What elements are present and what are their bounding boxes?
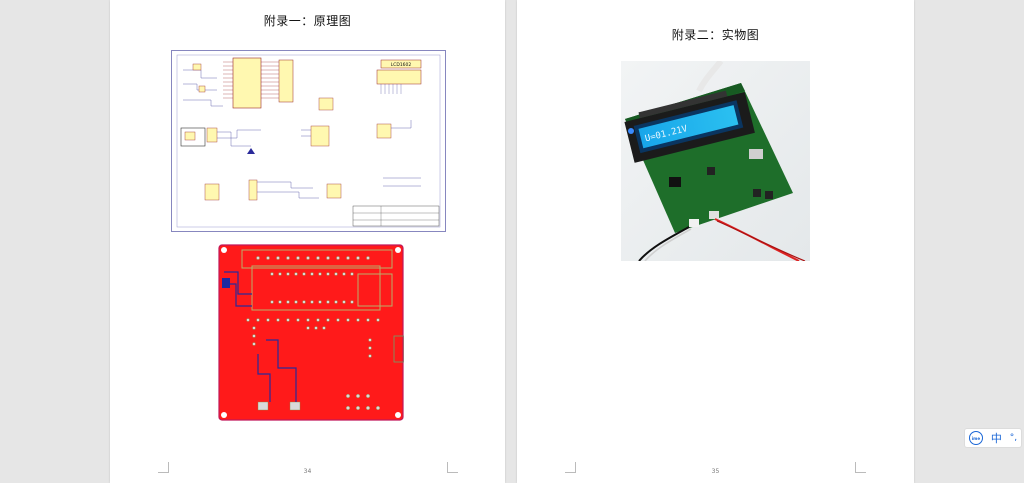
document-page-35: 附录二：实物图 U=01.21V — [517, 0, 914, 483]
page-number: 35 — [711, 468, 720, 475]
ime-toolbar[interactable]: ime 中 °, — [964, 428, 1022, 448]
document-page-34: 附录一：原理图 LCD1602 — [110, 0, 505, 483]
schematic-diagram: LCD1602 — [171, 50, 446, 232]
svg-text:LCD1602: LCD1602 — [391, 62, 412, 68]
schematic-sensor-section — [301, 97, 412, 147]
schematic-title-block — [352, 205, 440, 227]
schematic-power-section — [183, 63, 223, 107]
device-photo: U=01.21V — [621, 61, 810, 261]
schematic-lcd-connector: LCD1602 — [376, 59, 422, 94]
page-corner-mark — [158, 462, 169, 473]
schematic-mcu — [223, 57, 294, 109]
page-corner-mark — [565, 462, 576, 473]
punctuation-icon[interactable]: °, — [1009, 433, 1018, 443]
schematic-keys — [180, 127, 261, 154]
schematic-bottom-section — [204, 177, 421, 201]
pcb-layout — [218, 244, 404, 421]
ime-logo-icon[interactable]: ime — [968, 431, 983, 445]
appendix-2-heading: 附录二：实物图 — [671, 28, 760, 42]
page-corner-mark — [855, 462, 866, 473]
lcd-module: U=01.21V — [624, 90, 755, 163]
page-corner-mark — [447, 462, 458, 473]
page-number: 34 — [303, 468, 312, 475]
appendix-1-heading: 附录一：原理图 — [263, 14, 352, 28]
ime-mode-toggle[interactable]: 中 — [990, 432, 1002, 445]
